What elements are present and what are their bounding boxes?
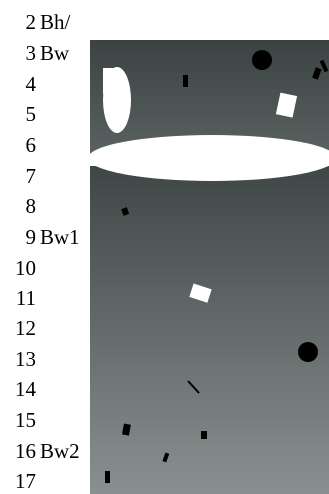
core-gap-ellipse: [88, 135, 329, 181]
clast-dot: [252, 50, 272, 70]
clast-fragment: [183, 75, 188, 87]
clast-fragment: [201, 431, 207, 439]
clast-dot: [298, 342, 318, 362]
clast-fragment: [105, 471, 110, 483]
pore-fragment: [103, 68, 113, 94]
lower-core-segment: [90, 166, 329, 494]
